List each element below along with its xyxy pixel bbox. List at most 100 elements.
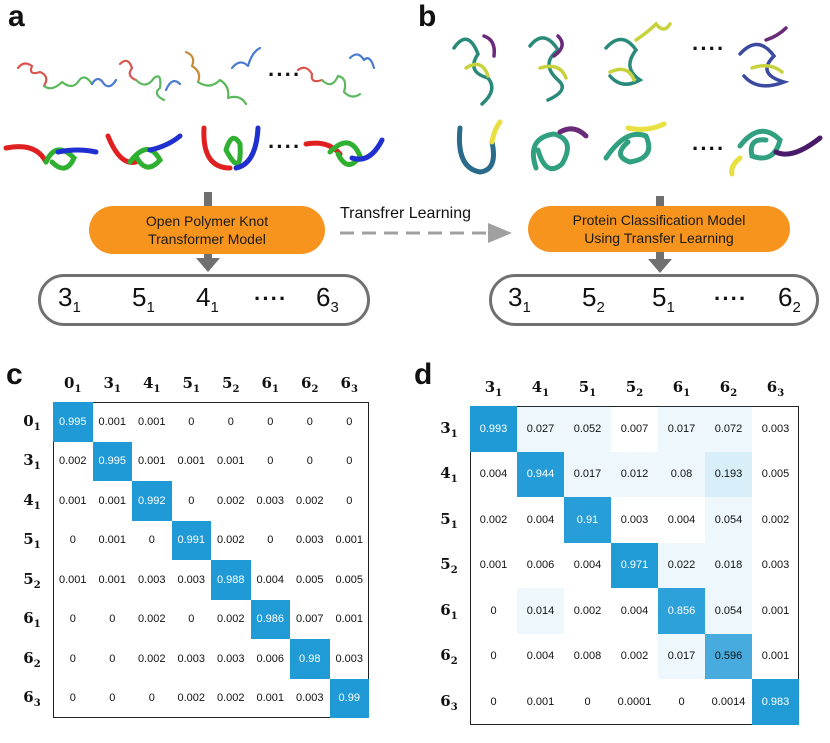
matrix-cell: 0.002	[216, 494, 245, 507]
matrix-row-header: 61	[23, 609, 41, 631]
panel-label-a: a	[8, 0, 25, 33]
matrix-row-header: 62	[23, 648, 41, 670]
matrix-cell: 0	[306, 455, 313, 468]
ellipsis-b-top: ····	[692, 36, 726, 61]
matrix-cell: 0	[109, 613, 116, 626]
down-arrow-b-top	[656, 196, 664, 210]
matrix-frame	[470, 406, 799, 725]
matrix-cell: 0.001	[98, 573, 127, 586]
matrix-cell: 0.027	[517, 406, 564, 452]
matrix-cell: 0.001	[177, 455, 206, 468]
matrix-cell: 0.003	[216, 652, 245, 665]
matrix-cell: 0.08	[658, 451, 705, 497]
matrix-cell: 0.002	[177, 692, 206, 705]
polymer-output-ellipsis: ····	[254, 286, 288, 311]
matrix-col-header: 52	[625, 378, 644, 399]
matrix-cell: 0	[188, 613, 195, 626]
ellipsis-a-knots: ····	[268, 134, 302, 159]
matrix-cell: 0.003	[177, 652, 206, 665]
matrix-cell: 0.017	[564, 451, 611, 497]
matrix-cell-diagonal: 0.99	[329, 678, 369, 718]
matrix-cell: 0.002	[761, 513, 790, 526]
matrix-cell: 0.004	[620, 604, 649, 617]
matrix-cell: 0	[148, 534, 155, 547]
matrix-cell: 0.001	[526, 695, 555, 708]
matrix-cell: 0.003	[137, 573, 166, 586]
matrix-cell: 0.004	[479, 468, 508, 481]
matrix-cell: 0.004	[573, 559, 602, 572]
matrix-cell: 0.006	[256, 652, 285, 665]
matrix-cell: 0	[69, 534, 76, 547]
transfer-learning-arrow	[340, 223, 512, 243]
matrix-row-header: 51	[440, 509, 458, 531]
matrix-cell: 0.003	[620, 513, 649, 526]
matrix-cell-diagonal: 0.991	[171, 520, 211, 560]
matrix-cell: 0.005	[295, 573, 324, 586]
matrix-cell: 0.008	[573, 650, 602, 663]
matrix-cell: 0.002	[58, 455, 87, 468]
protein-structures-image	[452, 21, 790, 106]
matrix-cell: 0.003	[295, 534, 324, 547]
matrix-cell: 0.007	[620, 422, 649, 435]
matrix-cell: 0.0001	[617, 695, 652, 708]
polymer-output-knot-1: 31	[58, 282, 81, 317]
polymer-conformations-image	[16, 46, 376, 106]
knot-diagrams-b	[456, 119, 823, 177]
matrix-cell: 0	[69, 613, 76, 626]
matrix-cell: 0	[306, 415, 313, 428]
matrix-cell-diagonal: 0.995	[53, 402, 93, 442]
matrix-col-header: 61	[672, 378, 691, 399]
matrix-cell: 0.003	[335, 652, 364, 665]
matrix-cell: 0.054	[705, 497, 752, 543]
matrix-cell: 0.002	[573, 604, 602, 617]
matrix-cell: 0.006	[526, 559, 555, 572]
matrix-cell: 0.001	[137, 455, 166, 468]
matrix-cell: 0	[490, 650, 497, 663]
matrix-cell: 0.001	[98, 494, 127, 507]
matrix-cell: 0.002	[295, 494, 324, 507]
matrix-cell-diagonal: 0.988	[211, 560, 251, 600]
polymer-output-knot-4: 63	[316, 282, 339, 317]
matrix-cell: 0.001	[137, 415, 166, 428]
matrix-row-header: 41	[23, 490, 41, 512]
matrix-col-header: 61	[261, 374, 279, 395]
matrix-cell: 0.001	[58, 494, 87, 507]
matrix-col-header: 62	[301, 374, 319, 395]
matrix-frame	[53, 402, 369, 718]
matrix-cell: 0.017	[658, 406, 705, 452]
matrix-cell: 0	[69, 692, 76, 705]
matrix-cell: 0.005	[335, 573, 364, 586]
matrix-cell: 0	[148, 692, 155, 705]
matrix-cell-diagonal: 0.986	[250, 599, 290, 639]
protein-output-knot-4: 62	[778, 282, 801, 317]
matrix-row-header: 63	[440, 691, 458, 713]
ellipsis-b-knots: ····	[692, 136, 726, 161]
matrix-cell: 0.001	[98, 534, 127, 547]
matrix-cell: 0.054	[705, 588, 752, 634]
matrix-col-header: 31	[103, 374, 121, 395]
matrix-col-header: 63	[766, 378, 785, 399]
polymer-transformer-model-box: Open Polymer Knot Transformer Model	[89, 206, 325, 254]
matrix-cell: 0.017	[658, 633, 705, 679]
down-arrow-b-bottom	[648, 249, 672, 273]
matrix-cell: 0.004	[526, 513, 555, 526]
ellipsis-a-top: ····	[268, 62, 302, 87]
down-arrow-a-top	[204, 192, 212, 214]
matrix-cell: 0	[490, 604, 497, 617]
polymer-model-line2: Transformer Model	[148, 231, 266, 247]
matrix-row-header: 51	[23, 530, 41, 552]
protein-model-line1: Protein Classification Model	[572, 212, 746, 228]
matrix-col-header: 51	[182, 374, 200, 395]
matrix-row-header: 61	[440, 600, 458, 622]
matrix-cell: 0	[678, 695, 685, 708]
polymer-model-line1: Open Polymer Knot	[145, 213, 269, 229]
matrix-cell: 0	[346, 415, 353, 428]
matrix-cell: 0.003	[761, 422, 790, 435]
matrix-cell: 0	[584, 695, 591, 708]
matrix-cell: 0.001	[58, 573, 87, 586]
matrix-cell: 0.007	[295, 613, 324, 626]
matrix-row-header: 63	[23, 688, 41, 710]
protein-output-ellipsis: ····	[714, 286, 748, 311]
matrix-cell-diagonal: 0.944	[517, 451, 564, 497]
matrix-cell: 0.003	[295, 692, 324, 705]
